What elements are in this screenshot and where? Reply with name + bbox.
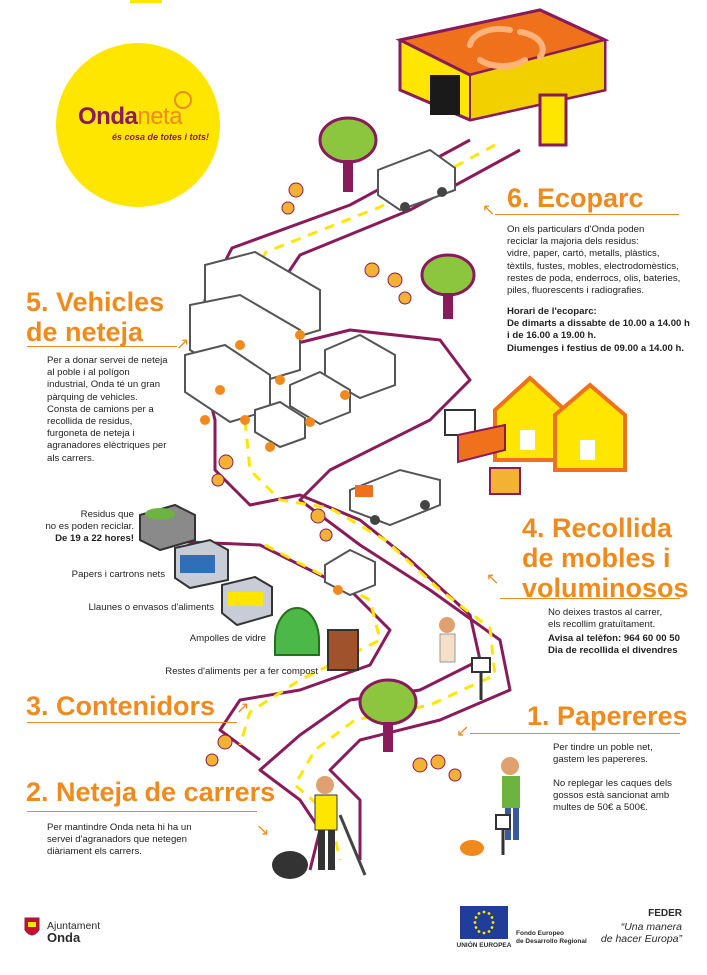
ecoparc-building [395, 8, 610, 147]
papereres-text: Per tindre un poble net, gastem les pape… [553, 742, 653, 766]
arrow-icon: ↙ [456, 723, 470, 740]
tree-icons [318, 116, 476, 752]
feder-block: FEDER “Una manera de hacer Europa” [600, 908, 682, 945]
eu-label: UNIÓN EUROPEA [456, 942, 512, 949]
eu-flag-icon [460, 906, 508, 939]
logo-brand-onda: Onda [78, 103, 138, 130]
vehicles-divider [27, 346, 177, 347]
ecoparc-intro: On els particulars d'Onda poden reciclar… [507, 224, 681, 297]
papereres-text2: No replegar les caques dels gossos està … [553, 778, 672, 814]
arrow-icon: ↖ [482, 202, 496, 219]
section-title-ecoparc: 6. Ecoparc [507, 183, 644, 213]
van-icon [377, 148, 456, 212]
section-title-vehicles: 5. Vehicles de neteja [26, 287, 165, 347]
ecoparc-divider [495, 214, 679, 215]
coat-of-arms-icon [24, 917, 40, 936]
logo-flower-icon [174, 91, 192, 109]
onda-neta-logo: Ondaneta és cosa de totes i tots! [56, 43, 220, 207]
section-title-contenidors: 3. Contenidors [26, 691, 216, 721]
arrow-icon: ↗ [236, 700, 250, 717]
contenidors-divider [27, 722, 237, 723]
flower-icons [205, 182, 462, 782]
papereres-divider [470, 733, 680, 734]
arrow-icon: ↗ [176, 336, 190, 353]
mobles-text: No deixes trastos al carrer, els recolli… [548, 607, 663, 631]
bin-label-residus: Residus que no es poden reciclar. De 19 … [45, 509, 134, 544]
fund-name: Fondo Europeo de Desarrollo Regional [516, 930, 587, 945]
furniture-icon [444, 409, 521, 495]
bin-label-paper: Papers i cartrons nets [71, 569, 165, 580]
neteja-divider [27, 811, 257, 812]
section-title-neteja: 2. Neteja de carrers [26, 777, 276, 807]
sweeper-worker-icon [272, 776, 367, 879]
houses-icon [493, 375, 627, 472]
vehicles-text: Per a donar servei de neteja al poble i … [47, 355, 168, 464]
arrow-icon: ↖ [486, 571, 500, 588]
neteja-text: Per mantindre Onda neta hi ha un servei … [47, 822, 192, 858]
logo-brand-neta: neta [137, 103, 183, 130]
bin-label-vidre: Ampolles de vidre [189, 633, 266, 644]
trucks-icon [184, 250, 396, 449]
ajuntament-logo [24, 916, 40, 945]
containers-icon [139, 503, 359, 671]
logo-slogan: és cosa de totes i tots! [112, 132, 210, 142]
pickup-icon [349, 468, 441, 527]
winding-road [139, 138, 521, 871]
section-title-mobles: 4. Recollida de mobles i voluminosos [522, 513, 689, 603]
dog-walker-icon [460, 757, 520, 856]
mobles-divider [500, 598, 680, 599]
mobles-contact: Avisa al telèfon: 964 60 00 50 Dia de re… [548, 633, 680, 657]
woman-bin-icon [439, 617, 491, 700]
bin-label-organic: Restes d'aliments per a fer compost [165, 666, 318, 677]
ajuntament-name: Ajuntament Onda [47, 920, 101, 945]
bin-label-llaunes: Llaunes o envasos d'aliments [88, 602, 214, 613]
arrow-icon: ↘ [256, 822, 270, 839]
ecoparc-hours: Horari de l'ecoparc: De dimarts a dissab… [507, 306, 690, 354]
sweeper-icon [324, 548, 376, 597]
section-title-papereres: 1. Papereres [527, 701, 688, 731]
